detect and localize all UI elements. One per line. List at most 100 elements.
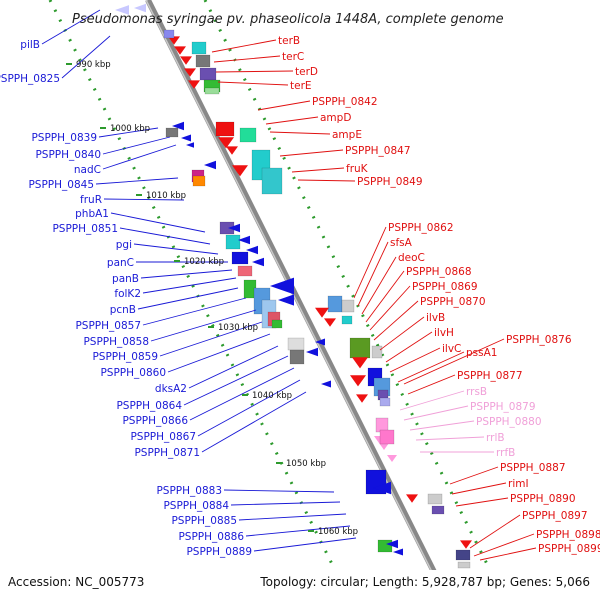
label-connector <box>201 391 307 453</box>
gene-label-minus[interactable]: PSPPH_0883 <box>156 485 222 497</box>
gene-label-plus[interactable]: rimI <box>508 478 529 490</box>
gene-label-minus[interactable]: PSPPH_0886 <box>178 531 244 543</box>
gene-label-minus[interactable]: PSPPH_0889 <box>186 546 252 558</box>
gene-label-plus[interactable]: terC <box>282 51 304 63</box>
gene-label-plus[interactable]: PSPPH_0842 <box>312 96 378 108</box>
gene-label-minus[interactable]: PSPPH_0839 <box>31 132 97 144</box>
gene-label-rna[interactable]: rrlB <box>486 432 505 444</box>
gene-label-plus[interactable]: PSPPH_0849 <box>357 176 423 188</box>
gene-label-plus[interactable]: PSPPH_0869 <box>412 281 478 293</box>
gene-label-plus[interactable]: terE <box>290 80 312 92</box>
gene-block <box>455 549 471 561</box>
gene-label-plus[interactable]: ilvH <box>434 327 454 339</box>
gene-label-plus[interactable]: PSPPH_0876 <box>506 334 572 346</box>
label-connector <box>95 177 179 185</box>
gene-label-minus[interactable]: folK2 <box>114 288 141 300</box>
gene-label-minus[interactable]: PSPPH_0885 <box>171 515 237 527</box>
gene-label-plus[interactable]: PSPPH_0898 <box>536 529 600 541</box>
label-connector <box>353 226 387 299</box>
gene-label-plus[interactable]: pssA1 <box>466 347 497 359</box>
gene-block <box>231 251 249 265</box>
gene-label-minus[interactable]: PSPPH_0825 <box>0 73 60 85</box>
gene-block <box>379 429 395 445</box>
gene-label-plus[interactable]: PSPPH_0862 <box>388 222 454 234</box>
gene-block <box>192 175 206 187</box>
label-connector <box>357 241 389 307</box>
gene-label-plus[interactable]: PSPPH_0887 <box>500 462 566 474</box>
gene-block <box>431 505 445 515</box>
gene-label-minus[interactable]: PSPPH_0851 <box>52 223 118 235</box>
gene-label-plus[interactable]: terD <box>295 66 318 78</box>
gene-label-minus[interactable]: dksA2 <box>155 383 187 395</box>
gene-label-plus[interactable]: deoC <box>398 252 425 264</box>
gene-label-plus[interactable]: PSPPH_0897 <box>522 510 588 522</box>
gene-block <box>195 54 211 68</box>
gene-label-plus[interactable]: PSPPH_0870 <box>420 296 486 308</box>
genome-summary-text: Topology: circular; Length: 5,928,787 bp… <box>259 575 590 589</box>
gene-label-minus[interactable]: PSPPH_0860 <box>100 367 166 379</box>
gene-label-plus[interactable]: ampE <box>332 129 362 141</box>
gene-label-minus[interactable]: nadC <box>74 164 101 176</box>
gene-label-plus[interactable]: PSPPH_0890 <box>510 493 576 505</box>
gene-label-rna[interactable]: PSPPH_0879 <box>470 401 536 413</box>
label-connector <box>479 547 537 561</box>
gene-label-minus[interactable]: phbA1 <box>75 208 109 220</box>
gene-label-minus[interactable]: pilB <box>20 39 40 51</box>
gene-label-minus[interactable]: fruR <box>80 194 102 206</box>
gene-label-minus[interactable]: PSPPH_0845 <box>28 179 94 191</box>
gene-label-minus[interactable]: panC <box>107 257 134 269</box>
gene-block <box>289 349 305 365</box>
gene-label-minus[interactable]: PSPPH_0857 <box>75 320 141 332</box>
label-connector <box>397 351 465 383</box>
gene-label-minus[interactable]: PSPPH_0859 <box>92 351 158 363</box>
label-connector <box>102 136 171 155</box>
gene-label-plus[interactable]: terB <box>278 35 300 47</box>
gene-block <box>457 561 471 569</box>
gene-label-minus[interactable]: PSPPH_0866 <box>122 415 188 427</box>
gene-label-plus[interactable]: PSPPH_0847 <box>345 145 411 157</box>
gene-arrow-minus <box>252 257 264 267</box>
scale-dots-layer <box>48 0 507 600</box>
gene-label-plus[interactable]: PSPPH_0899 <box>538 543 600 555</box>
gene-label-plus[interactable]: sfsA <box>390 237 413 249</box>
label-connector <box>137 287 239 310</box>
label-connector <box>449 466 499 485</box>
label-connector <box>265 116 319 125</box>
gene-label-plus[interactable]: PSPPH_0868 <box>406 266 472 278</box>
gene-arrow-minus <box>115 5 129 15</box>
label-connector <box>269 131 331 135</box>
gene-label-minus[interactable]: pcnB <box>110 304 136 316</box>
gene-label-rna[interactable]: PSPPH_0880 <box>476 416 542 428</box>
gene-label-minus[interactable]: panB <box>112 273 139 285</box>
gene-label-minus[interactable]: PSPPH_0864 <box>116 400 182 412</box>
label-connector <box>197 379 301 437</box>
gene-label-plus[interactable]: ilvB <box>426 312 445 324</box>
gene-label-minus[interactable]: PSPPH_0871 <box>134 447 200 459</box>
scale-track-right <box>203 0 507 600</box>
gene-block <box>349 337 371 359</box>
gene-label-rna[interactable]: rrfB <box>496 447 515 459</box>
gene-label-plus[interactable]: ilvC <box>442 343 461 355</box>
gene-block <box>204 87 220 95</box>
gene-arrow-minus <box>204 160 216 170</box>
label-connector <box>215 70 294 73</box>
gene-label-plus[interactable]: fruK <box>346 163 369 175</box>
gene-arrow-minus <box>186 142 194 148</box>
gene-label-minus[interactable]: pgi <box>116 239 132 251</box>
gene-label-plus[interactable]: PSPPH_0877 <box>457 370 523 382</box>
gene-label-minus[interactable]: PSPPH_0840 <box>35 149 101 161</box>
gene-arrow-minus <box>373 481 391 495</box>
gene-label-minus[interactable]: PSPPH_0858 <box>83 336 149 348</box>
gene-label-minus[interactable]: PSPPH_0867 <box>130 431 196 443</box>
gene-block <box>341 299 355 313</box>
label-connector <box>102 144 177 170</box>
gene-arrow-plus <box>232 165 248 177</box>
label-connector <box>217 81 289 86</box>
gene-label-minus[interactable]: PSPPH_0884 <box>163 500 229 512</box>
label-connector <box>361 256 397 315</box>
gene-label-rna[interactable]: rrsB <box>466 386 487 398</box>
gene-arrow-plus <box>188 80 200 89</box>
label-connector <box>407 374 456 395</box>
gene-label-plus[interactable]: ampD <box>320 112 351 124</box>
